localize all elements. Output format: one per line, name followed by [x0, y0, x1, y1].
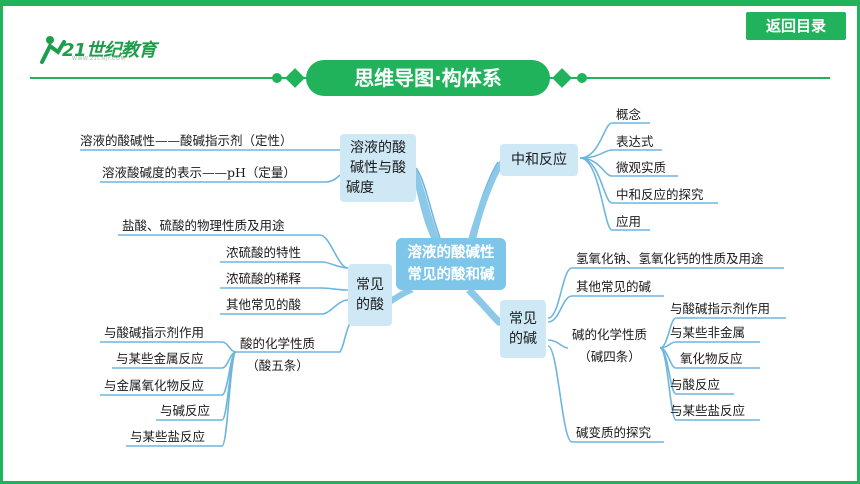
back-to-contents-button[interactable]: 返回目录 [746, 12, 846, 40]
branch-to-solution [415, 167, 441, 239]
leaf-base-chem-5: 与某些盐反应 [670, 403, 746, 418]
logo-icon [40, 36, 66, 64]
leaf-acid-chem-3: 与金属氧化物反应 [104, 378, 205, 393]
topic-base-line-1: 常见 [509, 311, 537, 327]
acid-chem-line-1: 酸的化学性质 [240, 336, 316, 351]
leaf-neutral-5: 应用 [616, 214, 642, 229]
leaf-base-chem-3: 氧化物反应 [680, 351, 743, 366]
topic-acid-line-2: 的酸 [356, 297, 384, 313]
leaf-base-chem-1: 与酸碱指示剂作用 [670, 301, 771, 316]
topic-common-acids: 常见 的酸 [348, 264, 392, 326]
leaf-base-1: 氢氧化钠、氢氧化钙的性质及用途 [576, 251, 764, 266]
topic-neutralization: 中和反应 [500, 144, 578, 176]
topic-base-line-2: 的碱 [509, 331, 537, 347]
topic-solution-line-2: 碱性与酸 [350, 160, 406, 176]
page-title: 思维导图·构体系 [306, 60, 550, 96]
leaf-base-2: 其他常见的碱 [576, 279, 652, 294]
leaf-acid-3: 浓硫酸的稀释 [226, 271, 302, 286]
top-bar [0, 0, 860, 6]
leaf-acid-2: 浓硫酸的特性 [226, 245, 302, 260]
logo-text: 21世纪教育 [62, 40, 157, 61]
leaf-acid-chem-5: 与某些盐反应 [130, 429, 206, 444]
leaf-acid-chem-4: 与碱反应 [160, 403, 211, 418]
leaf-acid-chem-1: 与酸碱指示剂作用 [104, 325, 205, 340]
logo-subtext: WWW.21CNJY.COM [72, 56, 126, 62]
leaf-neutral-3: 微观实质 [616, 160, 667, 175]
center-line-2: 常见的酸和碱 [407, 267, 495, 283]
center-line-1: 溶液的酸碱性 [407, 245, 495, 261]
leaf-neutral-2: 表达式 [616, 134, 654, 149]
acid-chem-label: 酸的化学性质 （酸五条） [240, 333, 315, 377]
base-chem-line-1: 碱的化学性质 [572, 327, 648, 342]
leaf-base-3: 碱变质的探究 [576, 425, 652, 440]
leaf-acid-chem-2: 与某些金属反应 [116, 351, 204, 366]
center-node: 溶液的酸碱性 常见的酸和碱 [396, 238, 506, 290]
topic-common-bases: 常见 的碱 [500, 300, 546, 358]
leaf-solution-1: 溶液的酸碱性——酸碱指示剂（定性） [80, 133, 293, 148]
acid-chem-line-2: （酸五条） [246, 358, 309, 373]
leaf-solution-2: 溶液酸碱度的表示——pH（定量） [102, 165, 296, 180]
topic-solution-acidity: 溶液的酸 碱性与酸 碱度 [340, 134, 416, 202]
title-dot-left [272, 73, 282, 83]
leaf-acid-4: 其他常见的酸 [226, 297, 302, 312]
leaf-base-chem-4: 与酸反应 [670, 377, 721, 392]
leaf-neutral-4: 中和反应的探究 [616, 187, 704, 202]
leaf-acid-1: 盐酸、硫酸的物理性质及用途 [122, 218, 285, 233]
base-chem-label: 碱的化学性质 （碱四条） [572, 324, 647, 368]
topic-acid-line-1: 常见 [356, 277, 384, 293]
leaf-neutral-1: 概念 [616, 107, 642, 122]
topic-solution-line-3: 碱度 [346, 180, 374, 196]
base-chem-line-2: （碱四条） [578, 349, 641, 364]
leaf-base-chem-2: 与某些非金属 [670, 325, 746, 340]
title-dot-right [577, 73, 587, 83]
topic-solution-line-1: 溶液的酸 [350, 140, 406, 156]
